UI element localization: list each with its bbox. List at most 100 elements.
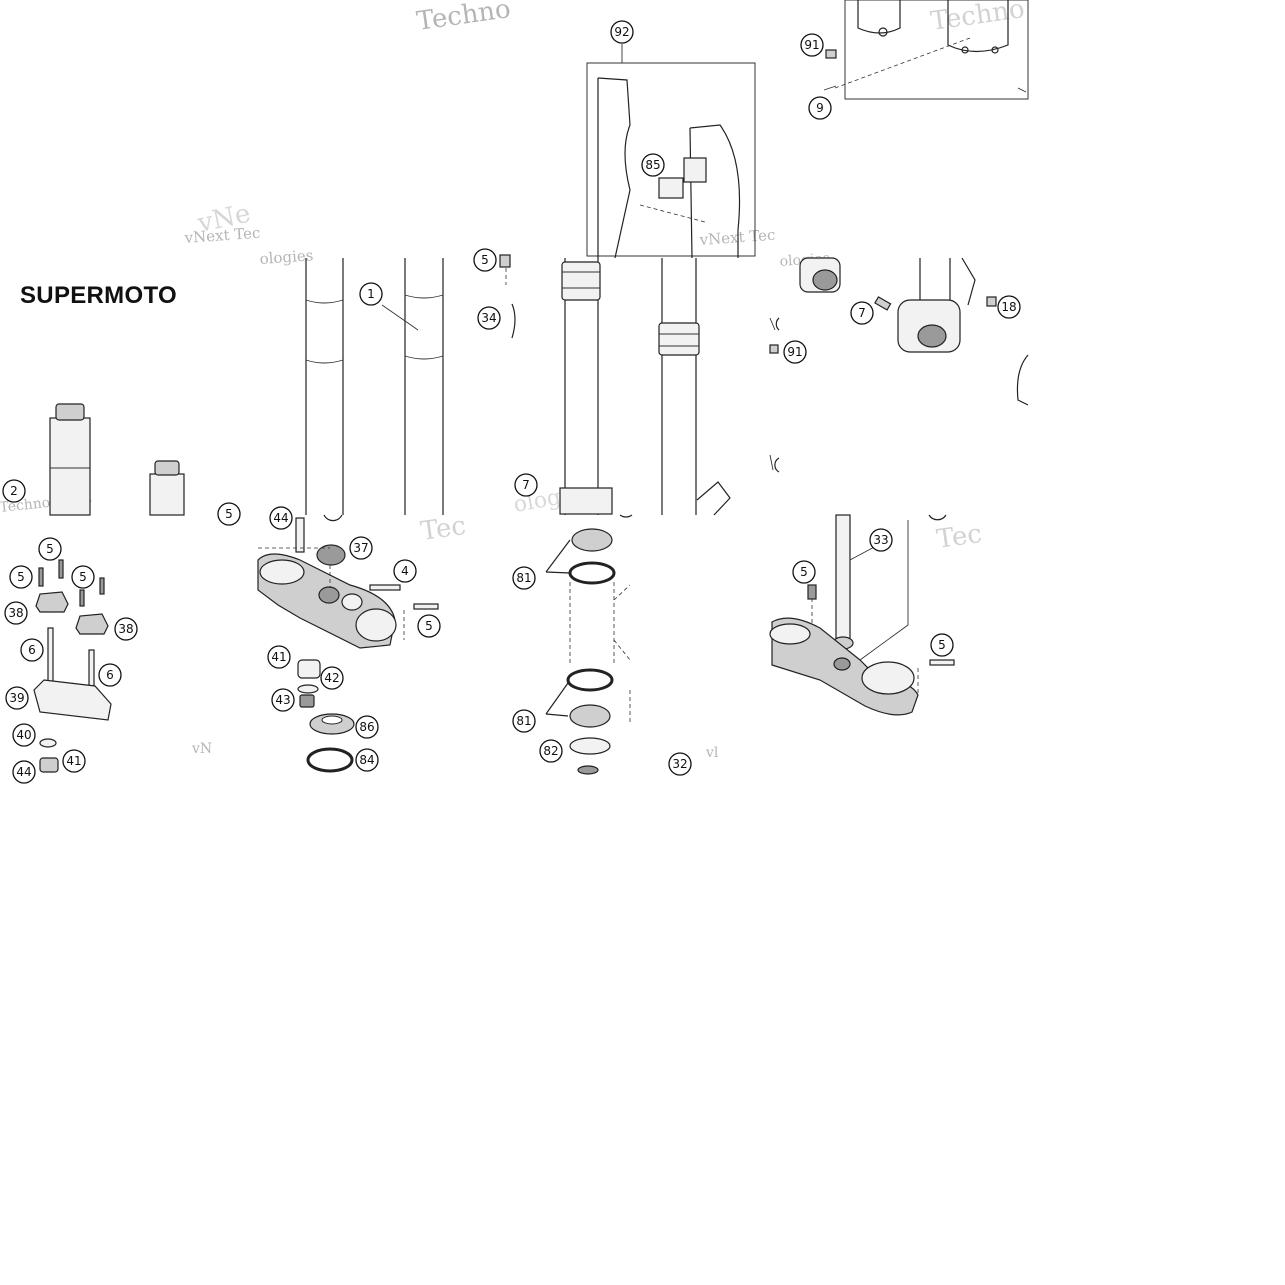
callout-5: 5 bbox=[71, 565, 95, 589]
callout-6: 6 bbox=[20, 638, 44, 662]
fork-bottom-detail bbox=[823, 0, 1029, 100]
svg-text:1: 1 bbox=[367, 287, 375, 301]
svg-text:5: 5 bbox=[79, 570, 87, 584]
svg-text:44: 44 bbox=[16, 765, 31, 779]
handlebar-clamps bbox=[33, 559, 112, 773]
callout-6: 6 bbox=[98, 663, 122, 687]
callout-2: 2 bbox=[2, 479, 26, 503]
svg-text:38: 38 bbox=[8, 606, 23, 620]
svg-text:92: 92 bbox=[614, 25, 629, 39]
callout-18: 18 bbox=[997, 295, 1021, 319]
callout-33: 33 bbox=[869, 528, 893, 552]
callout-41: 41 bbox=[62, 749, 86, 773]
svg-text:32: 32 bbox=[672, 757, 687, 771]
callout-5: 5 bbox=[9, 565, 33, 589]
callout-44: 44 bbox=[12, 760, 36, 784]
callout-41: 41 bbox=[267, 645, 291, 669]
svg-text:40: 40 bbox=[16, 728, 31, 742]
svg-text:18: 18 bbox=[1001, 300, 1016, 314]
svg-text:44: 44 bbox=[273, 511, 288, 525]
svg-text:9: 9 bbox=[816, 101, 824, 115]
callout-34: 34 bbox=[477, 306, 501, 330]
svg-text:91: 91 bbox=[804, 38, 819, 52]
callout-40: 40 bbox=[12, 723, 36, 747]
svg-text:5: 5 bbox=[425, 619, 433, 633]
callout-7: 7 bbox=[850, 301, 874, 325]
svg-text:5: 5 bbox=[938, 638, 946, 652]
callout-5: 5 bbox=[38, 537, 62, 561]
fork-tops-left bbox=[49, 403, 185, 516]
callout-82: 82 bbox=[539, 739, 563, 763]
callout-5: 5 bbox=[417, 614, 441, 638]
callout-32: 32 bbox=[668, 752, 692, 776]
callout-39: 39 bbox=[5, 686, 29, 710]
svg-text:7: 7 bbox=[858, 306, 866, 320]
callout-5: 5 bbox=[930, 633, 954, 657]
fork-guard bbox=[586, 44, 756, 259]
svg-text:34: 34 bbox=[481, 311, 496, 325]
callout-1: 1 bbox=[359, 282, 383, 306]
svg-text:82: 82 bbox=[543, 744, 558, 758]
svg-text:5: 5 bbox=[481, 253, 489, 267]
callout-91: 91 bbox=[783, 340, 807, 364]
svg-text:86: 86 bbox=[359, 720, 374, 734]
steering-bearings bbox=[545, 528, 631, 775]
watermark: Tec bbox=[935, 519, 984, 555]
callout-42: 42 bbox=[320, 666, 344, 690]
svg-text:91: 91 bbox=[787, 345, 802, 359]
callout-81: 81 bbox=[512, 709, 536, 733]
svg-text:41: 41 bbox=[66, 754, 81, 768]
callout-44: 44 bbox=[269, 506, 293, 530]
callout-84: 84 bbox=[355, 748, 379, 772]
diagram-title: SUPERMOTO bbox=[20, 282, 177, 309]
svg-text:5: 5 bbox=[225, 507, 233, 521]
callout-9: 9 bbox=[808, 96, 832, 120]
svg-text:39: 39 bbox=[9, 691, 24, 705]
svg-text:81: 81 bbox=[516, 714, 531, 728]
svg-text:2: 2 bbox=[10, 484, 18, 498]
callout-85: 85 bbox=[641, 153, 665, 177]
svg-text:41: 41 bbox=[271, 650, 286, 664]
watermark: vNext Tec bbox=[698, 226, 776, 249]
svg-text:38: 38 bbox=[118, 622, 133, 636]
callout-5: 5 bbox=[792, 560, 816, 584]
clipped-edge-marks bbox=[323, 317, 947, 522]
svg-text:43: 43 bbox=[275, 693, 290, 707]
callout-92: 92 bbox=[610, 20, 634, 44]
svg-text:6: 6 bbox=[106, 668, 114, 682]
callout-86: 86 bbox=[355, 715, 379, 739]
fork-tubes bbox=[305, 254, 731, 516]
svg-text:85: 85 bbox=[645, 158, 660, 172]
callout-38: 38 bbox=[4, 601, 28, 625]
watermark: Tec bbox=[419, 511, 468, 547]
callout-labels: 92 91 9 85 1 5 34 7 18 91 2 5 7 44 37 4 … bbox=[2, 20, 1021, 784]
callout-81: 81 bbox=[512, 566, 536, 590]
svg-text:33: 33 bbox=[873, 533, 888, 547]
svg-text:5: 5 bbox=[800, 565, 808, 579]
svg-text:6: 6 bbox=[28, 643, 36, 657]
svg-text:4: 4 bbox=[401, 564, 409, 578]
watermarks: Techno vNext Tec ologies Technologies vN… bbox=[0, 0, 1026, 761]
lower-triple-clamp bbox=[769, 514, 955, 716]
watermark: Techno bbox=[929, 0, 1027, 37]
watermark: vN bbox=[191, 741, 212, 757]
watermark: vNext Tec bbox=[183, 224, 261, 247]
upper-triple-clamp bbox=[257, 517, 439, 773]
callout-4: 4 bbox=[393, 559, 417, 583]
callout-91: 91 bbox=[800, 33, 824, 57]
callout-7: 7 bbox=[514, 473, 538, 497]
svg-text:84: 84 bbox=[359, 753, 374, 767]
watermark: Techno bbox=[415, 0, 513, 37]
svg-text:5: 5 bbox=[17, 570, 25, 584]
watermark: vl bbox=[705, 745, 719, 761]
svg-text:5: 5 bbox=[46, 542, 54, 556]
callout-37: 37 bbox=[349, 536, 373, 560]
callout-38: 38 bbox=[114, 617, 138, 641]
svg-text:37: 37 bbox=[353, 541, 368, 555]
callout-5: 5 bbox=[217, 502, 241, 526]
svg-text:42: 42 bbox=[324, 671, 339, 685]
watermark: ologies bbox=[259, 246, 314, 268]
svg-text:81: 81 bbox=[516, 571, 531, 585]
svg-text:7: 7 bbox=[522, 478, 530, 492]
